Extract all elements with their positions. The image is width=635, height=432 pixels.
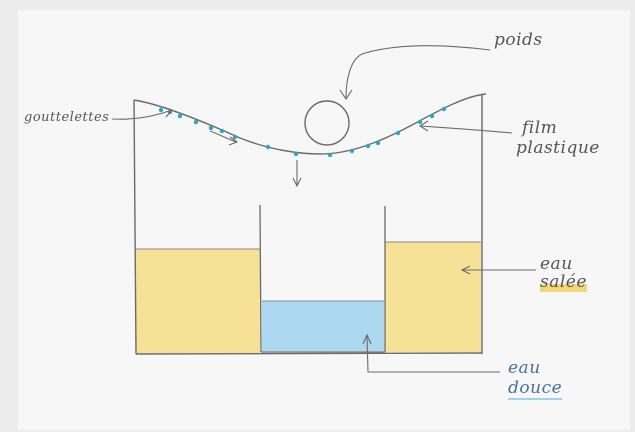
paper-sheet — [18, 10, 630, 430]
drip-flow-arrow — [209, 130, 237, 143]
eau-salee-arrowhead — [460, 265, 471, 275]
plastic-film — [133, 93, 487, 155]
film-arrow — [419, 125, 513, 134]
droplet — [293, 151, 299, 157]
cup-left-wall — [259, 204, 262, 353]
film-arrowhead — [418, 120, 429, 132]
salt-water-left — [136, 249, 260, 353]
eau-douce-arrow — [366, 335, 500, 373]
droplet — [417, 119, 423, 125]
label-eau-douce-2: douce — [508, 378, 563, 400]
poids-arrowhead — [339, 89, 353, 100]
drip-down-arrowhead — [292, 177, 302, 188]
label-film: film — [522, 118, 558, 138]
droplet — [219, 128, 225, 134]
label-gouttelettes: gouttelettes — [24, 110, 110, 125]
droplet — [365, 143, 371, 149]
gouttelettes-arrowhead — [162, 106, 173, 118]
container-left-wall — [133, 99, 137, 355]
droplet — [193, 119, 199, 125]
label-plastique: plastique — [516, 138, 600, 158]
droplet — [349, 148, 355, 154]
droplet — [441, 106, 447, 112]
droplet — [429, 113, 435, 119]
eau-douce-arrowhead — [362, 333, 372, 345]
droplet — [158, 107, 164, 113]
label-eau-salee-2: salée — [540, 272, 587, 292]
salt-water-right — [385, 242, 481, 352]
droplet — [395, 130, 401, 136]
label-eau-douce-1: eau — [508, 358, 541, 378]
drip-flow-arrowhead — [228, 136, 239, 146]
droplet — [177, 113, 183, 119]
weight-ball — [304, 100, 350, 146]
fresh-water — [262, 301, 384, 351]
droplet — [232, 134, 238, 140]
droplet — [208, 125, 214, 131]
container-bottom — [135, 352, 483, 355]
droplet — [265, 144, 271, 150]
label-eau-salee-1: eau — [540, 254, 573, 274]
gouttelettes-arrow — [111, 109, 173, 120]
poids-arrow — [345, 45, 491, 99]
label-poids: poids — [494, 30, 543, 50]
droplets — [158, 106, 447, 158]
droplet — [375, 140, 381, 146]
droplet — [327, 152, 333, 158]
